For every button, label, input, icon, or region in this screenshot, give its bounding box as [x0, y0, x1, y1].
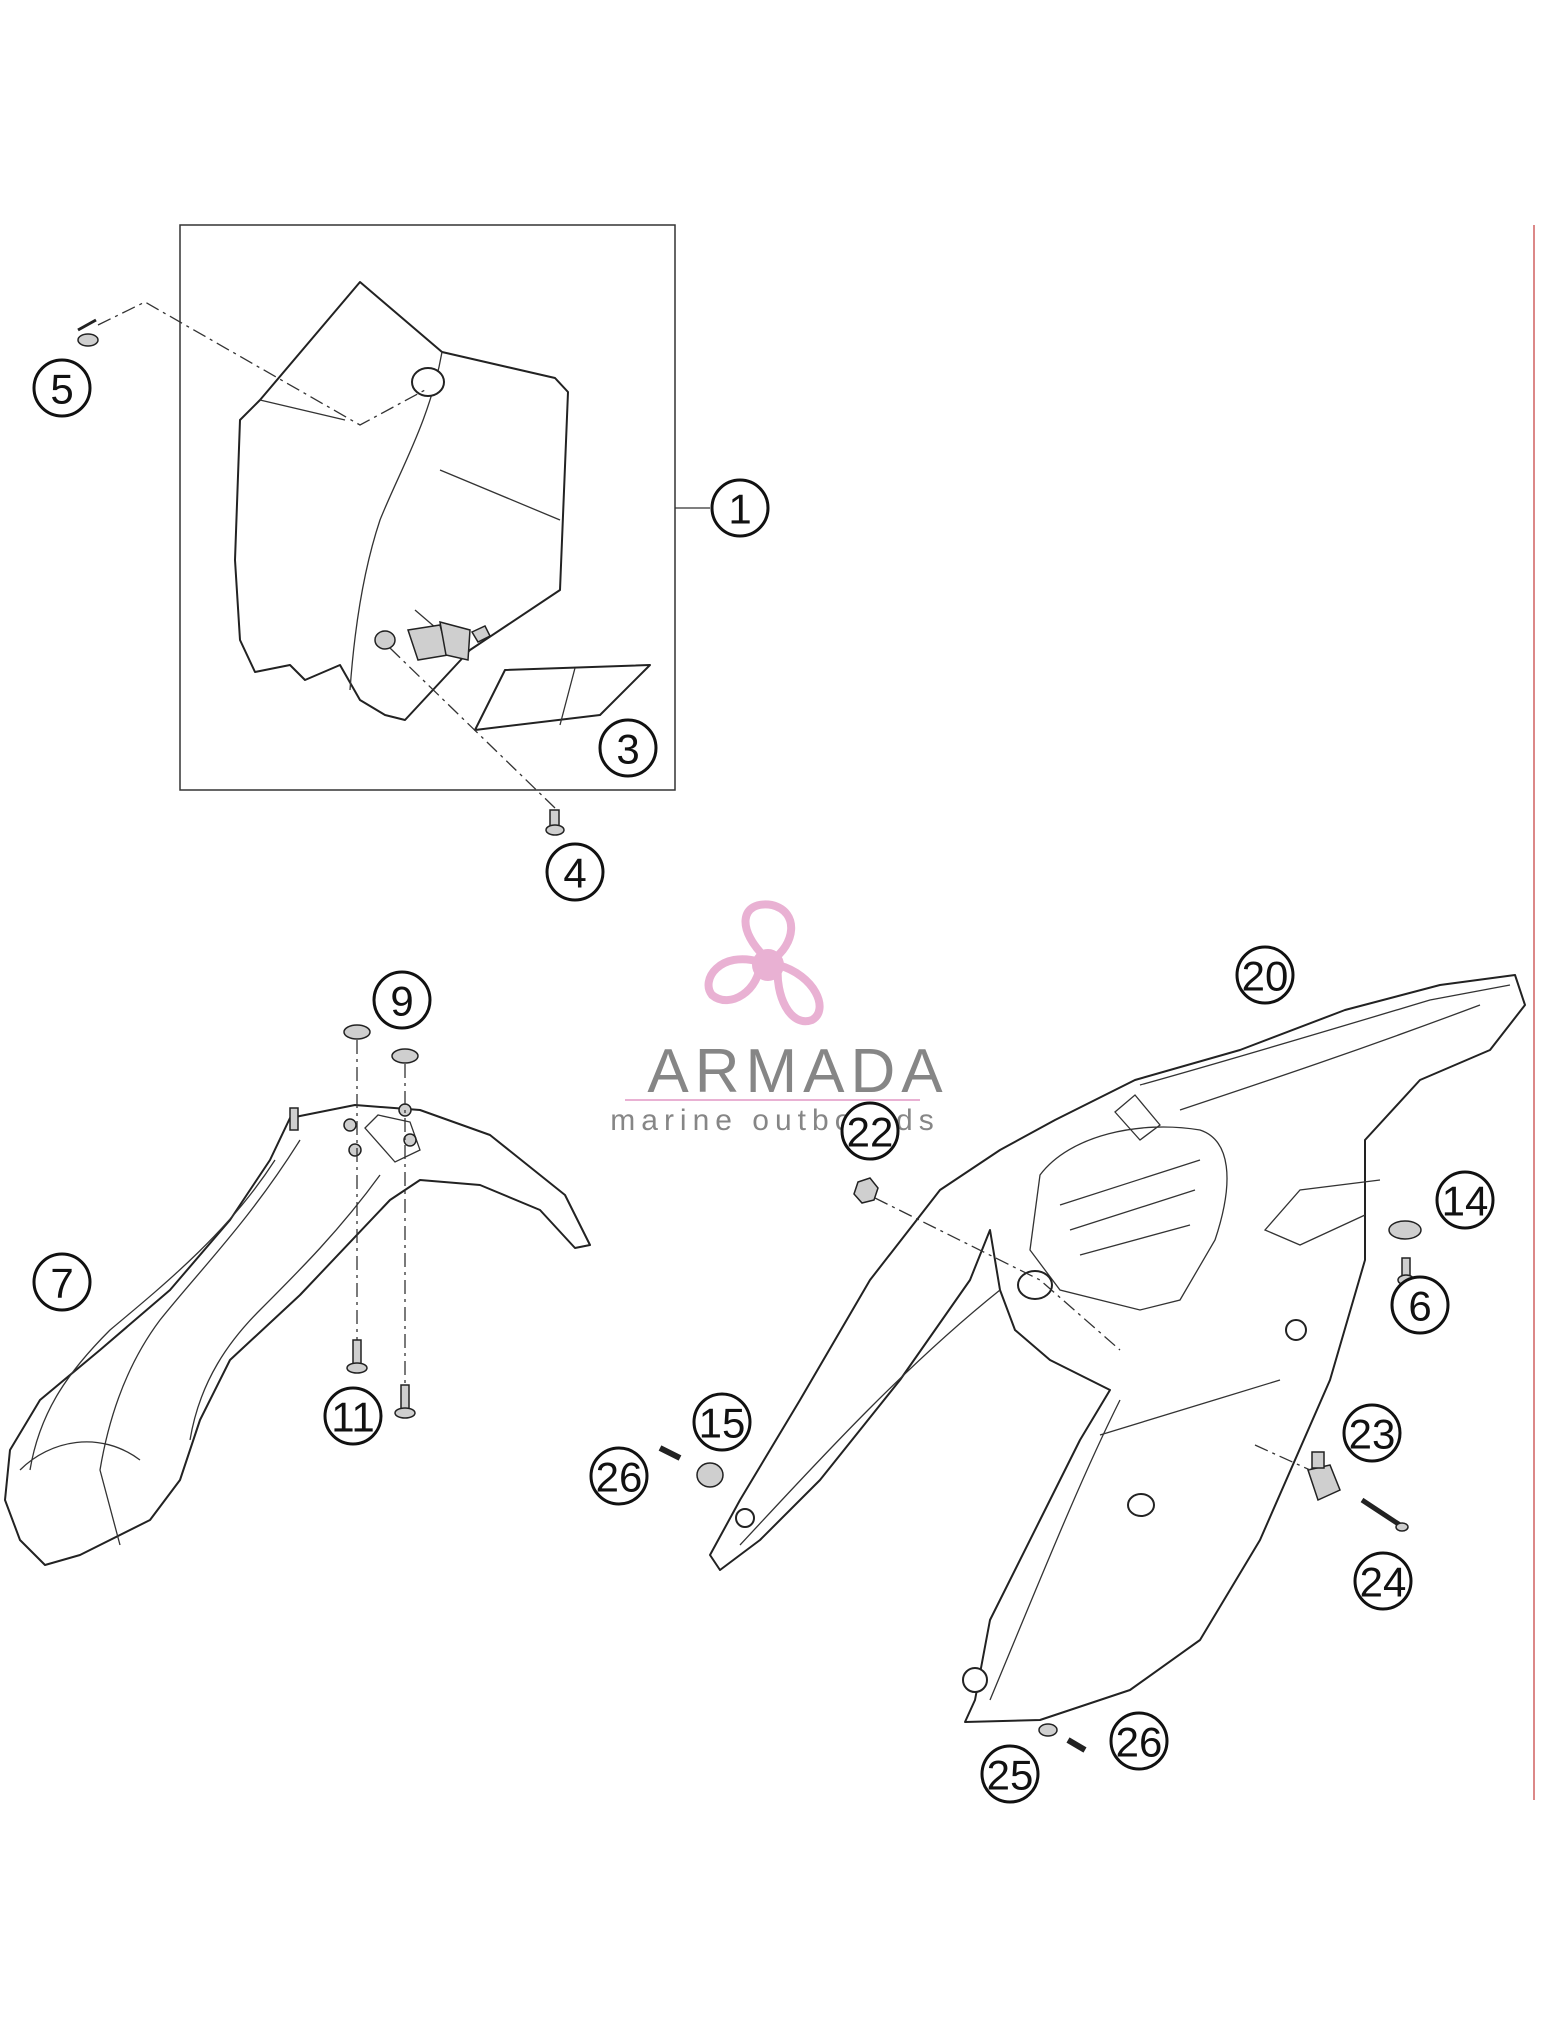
- washer-9a: [343, 1024, 371, 1040]
- callout-circle: [1342, 1403, 1402, 1463]
- callout-c26a: 26: [589, 1446, 649, 1506]
- front-fender: [4, 1103, 591, 1566]
- callout-number: 3: [616, 726, 639, 773]
- callout-circle: [372, 970, 432, 1030]
- callout-number: 9: [390, 978, 413, 1025]
- leader-22: [874, 1197, 1121, 1351]
- callout-number: 15: [699, 1400, 746, 1447]
- leader-4: [389, 647, 556, 809]
- nut-22: [853, 1177, 879, 1204]
- callout-c4: 4: [545, 842, 605, 902]
- callout-circle: [840, 1101, 900, 1161]
- propeller-icon: [704, 900, 824, 1026]
- washer-9b: [391, 1048, 419, 1064]
- callout-number: 26: [1116, 1719, 1163, 1766]
- callout-circle: [1390, 1275, 1450, 1335]
- leader-5: [97, 301, 426, 426]
- callout-c3: 3: [598, 718, 658, 778]
- callout-c6: 6: [1390, 1275, 1450, 1335]
- callout-number: 5: [50, 366, 73, 413]
- screw-11b: [394, 1384, 416, 1419]
- callout-circle: [1235, 945, 1295, 1005]
- callout-number: 1: [728, 486, 751, 533]
- fastener-23: [1307, 1451, 1341, 1502]
- callout-layer: 1 3 4 5 6 7 9 11 14 15 20 22 23 24 25 26 26: [32, 358, 1495, 1804]
- callout-number: 23: [1349, 1411, 1396, 1458]
- callout-c5: 5: [32, 358, 92, 418]
- callout-circle: [323, 1386, 383, 1446]
- callout-c25: 25: [980, 1744, 1040, 1804]
- leader-23: [1254, 1444, 1311, 1471]
- callout-c24: 24: [1353, 1551, 1413, 1611]
- screw-24: [1360, 1497, 1409, 1532]
- callout-circle: [1435, 1170, 1495, 1230]
- callout-number: 11: [331, 1394, 375, 1441]
- callout-c20: 20: [1235, 945, 1295, 1005]
- screw-26b: [1066, 1737, 1087, 1753]
- callout-number: 22: [847, 1109, 894, 1156]
- callout-number: 7: [50, 1260, 73, 1307]
- brand-name: ARMADA: [647, 1037, 948, 1106]
- callout-c26b: 26: [1109, 1711, 1169, 1771]
- callout-c9: 9: [372, 970, 432, 1030]
- number-plate-decal: [474, 664, 651, 731]
- callout-number: 6: [1408, 1283, 1431, 1330]
- rear-fender: [709, 974, 1526, 1723]
- washer-25: [1038, 1723, 1058, 1737]
- callout-number: 25: [987, 1752, 1034, 1799]
- callout-c23: 23: [1342, 1403, 1402, 1463]
- callout-number: 24: [1360, 1559, 1407, 1606]
- callout-circle: [545, 842, 605, 902]
- callout-circle: [980, 1744, 1040, 1804]
- callout-c1: 1: [710, 478, 770, 538]
- callout-c14: 14: [1435, 1170, 1495, 1230]
- callout-c7: 7: [32, 1252, 92, 1312]
- screw-11a: [346, 1339, 368, 1374]
- callout-c11: 11: [323, 1386, 383, 1446]
- callout-c15: 15: [692, 1392, 752, 1452]
- callout-circle: [1353, 1551, 1413, 1611]
- callout-circle: [710, 478, 770, 538]
- callout-number: 14: [1442, 1178, 1489, 1225]
- callout-number: 20: [1242, 953, 1289, 1000]
- callout-circle: [32, 1252, 92, 1312]
- screw-4: [545, 809, 565, 836]
- callout-circle: [589, 1446, 649, 1506]
- callout-circle: [32, 358, 92, 418]
- callout-number: 4: [563, 850, 586, 897]
- armada-logo: ARMADA marine outboards: [610, 900, 948, 1137]
- screw-5: [77, 318, 99, 347]
- callout-circle: [1109, 1711, 1169, 1771]
- callout-circle: [692, 1392, 752, 1452]
- grommet-15: [696, 1462, 724, 1488]
- grommet-14: [1388, 1220, 1422, 1240]
- number-plate: [234, 281, 569, 721]
- screw-26a: [658, 1445, 682, 1461]
- callout-circle: [598, 718, 658, 778]
- callout-number: 26: [596, 1454, 643, 1501]
- callout-c22: 22: [840, 1101, 900, 1161]
